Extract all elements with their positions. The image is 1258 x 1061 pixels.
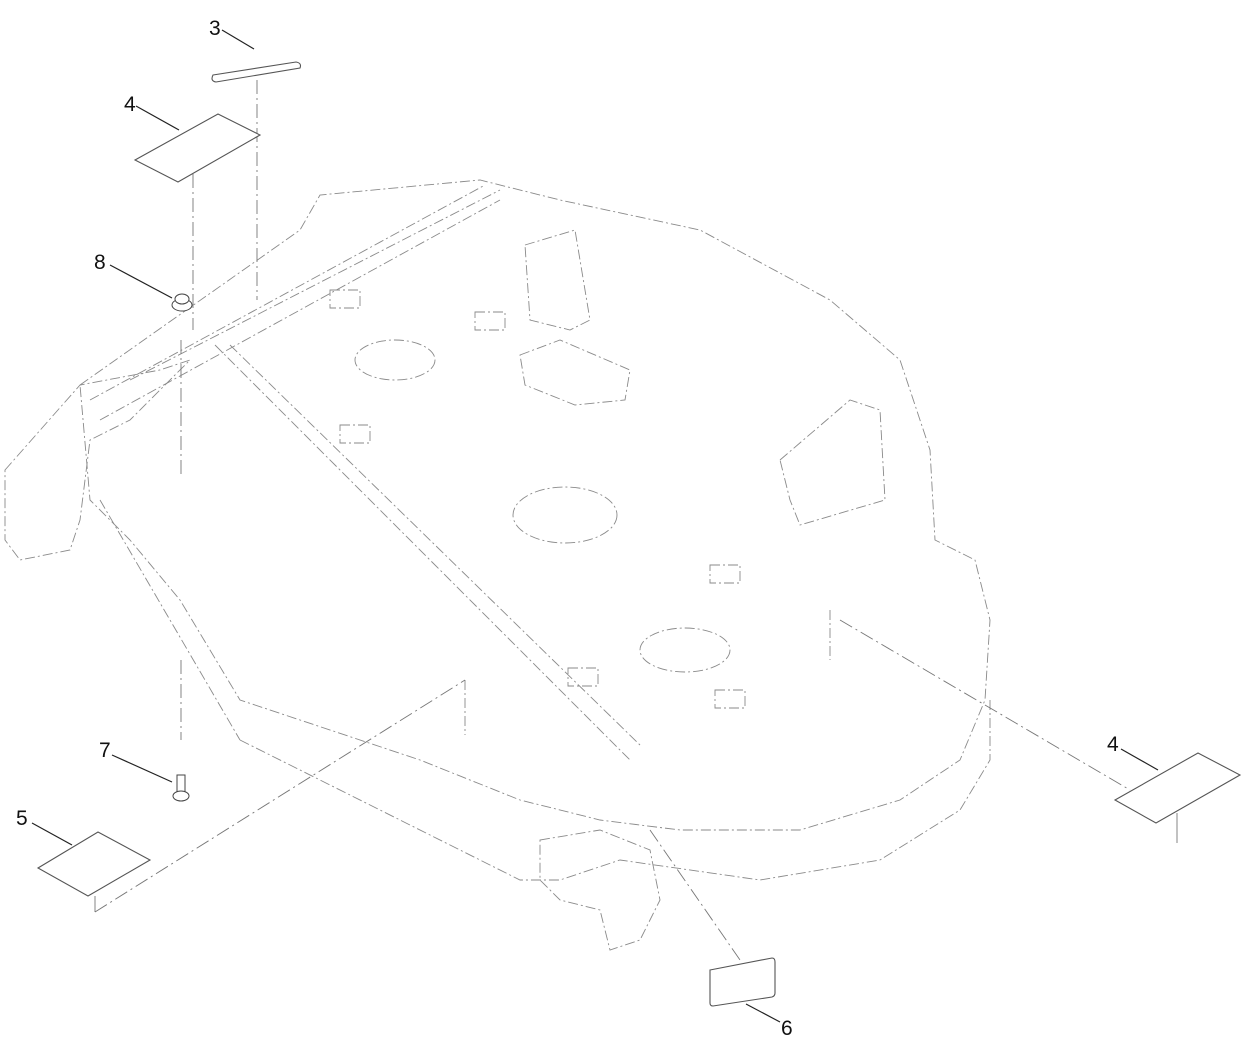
decal-3 (211, 61, 302, 83)
decal-5 (36, 831, 152, 897)
decal-4-right (1113, 752, 1242, 824)
callout-4-top: 4 (124, 93, 136, 116)
decal-6 (709, 957, 776, 1007)
callout-6: 6 (781, 1017, 793, 1040)
leader-lines (31, 29, 1159, 1023)
bolt-7 (172, 774, 190, 802)
decal-4-top (133, 113, 262, 183)
callout-3: 3 (209, 17, 221, 40)
callout-5: 5 (16, 807, 28, 830)
callout-4-right: 4 (1107, 733, 1119, 756)
flange-nut-8 (171, 293, 193, 312)
mower-deck (4, 179, 991, 951)
callout-8: 8 (94, 251, 106, 274)
explosion-lines (94, 80, 1131, 961)
callout-7: 7 (99, 739, 111, 762)
